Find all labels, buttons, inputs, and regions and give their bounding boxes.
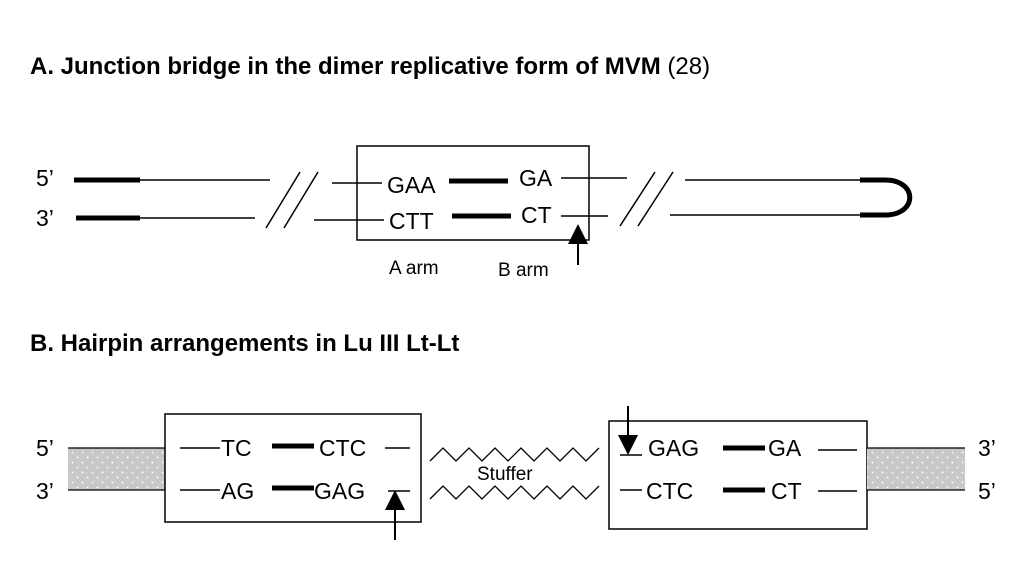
panel-a-hairpin-loop (860, 177, 913, 218)
panel-a-b-arm-label: B arm (498, 260, 549, 281)
panel-b-left-five-prime-label: 5’ (36, 435, 54, 461)
panel-a-a-arm-label: A arm (389, 258, 439, 279)
panel-b-stuffer-label: Stuffer (477, 464, 533, 485)
panel-b-right-top-seq2: GA (768, 435, 802, 461)
panel-a-inner-right-strands (561, 177, 627, 217)
panel-a-title: A. Junction bridge in the dimer replicat… (30, 53, 710, 80)
panel-b-left-top-seq2: CTC (319, 435, 366, 461)
panel-a-junction-box (356, 145, 590, 241)
panel-b-left-three-prime-label: 3’ (36, 478, 54, 504)
panel-a-left-strands (74, 177, 270, 221)
panel-b-stuffer-bottom-zigzag (429, 485, 600, 500)
panel-a-top-right-seq: GA (519, 165, 553, 191)
panel-b-title: B. Hairpin arrangements in Lu III Lt-Lt (30, 330, 459, 357)
panel-a-three-prime-label: 3’ (36, 205, 54, 231)
panel-b-stuffer-top-zigzag (429, 447, 600, 462)
panel-a-right-break-symbol (619, 171, 674, 227)
panel-b-right-top-seq1: GAG (648, 435, 699, 461)
panel-a-right-strands (670, 179, 860, 216)
panel-b-left-bottom-seq1: AG (221, 478, 254, 504)
panel-a-bottom-right-seq: CT (521, 202, 552, 228)
panel-a-inner-left-strands (314, 182, 384, 221)
panel-a-bottom-left-seq: CTT (389, 208, 434, 234)
panel-b-left-top-seq1: TC (221, 435, 252, 461)
panel-b-left-bottom-seq2: GAG (314, 478, 365, 504)
panel-a-top-left-seq: GAA (387, 172, 436, 198)
panel-b-right-flank (867, 447, 965, 491)
panel-b-right-bottom-seq1: CTC (646, 478, 693, 504)
panel-b-left-flank (68, 447, 165, 491)
panel-b-left-hairpin-box (164, 413, 422, 523)
panel-a-five-prime-label: 5’ (36, 165, 54, 191)
panel-b-right-five-prime-label: 5’ (978, 478, 996, 504)
panel-b-right-bottom-seq2: CT (771, 478, 802, 504)
panel-a-left-break-symbol (265, 171, 319, 229)
panel-b-right-three-prime-label: 3’ (978, 435, 996, 461)
